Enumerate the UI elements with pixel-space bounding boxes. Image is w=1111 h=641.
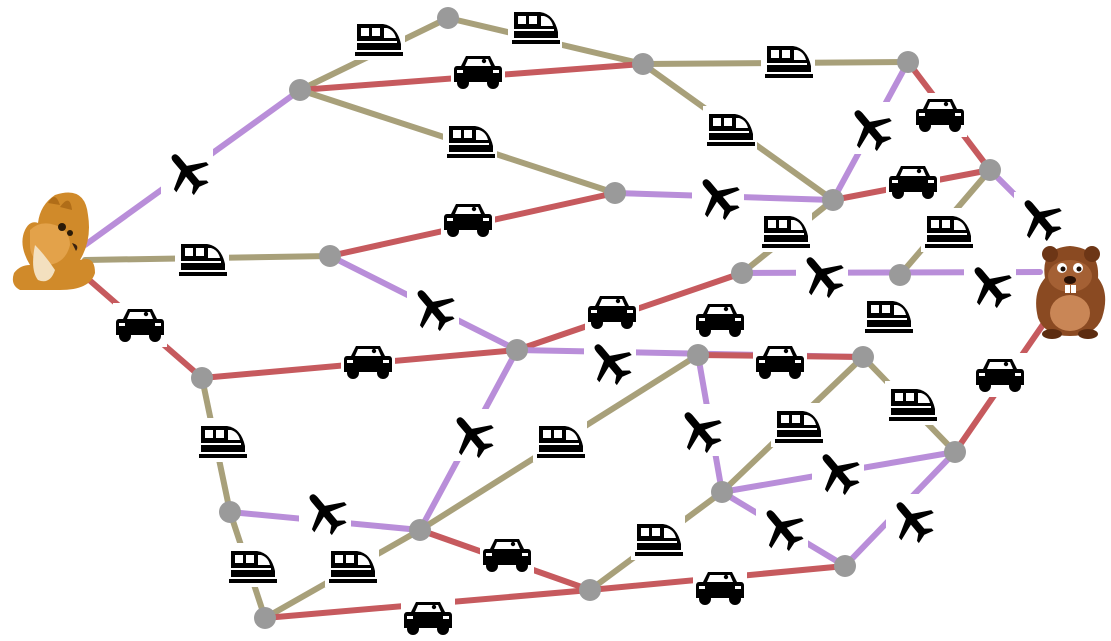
car-icon	[401, 596, 455, 640]
plane-icon	[299, 486, 351, 538]
junction-node	[632, 53, 654, 75]
junction-node	[289, 79, 311, 101]
car-icon	[451, 50, 505, 94]
car-icon	[973, 353, 1027, 397]
train-icon	[351, 16, 405, 60]
junction-node	[687, 344, 709, 366]
car-icon	[441, 198, 495, 242]
junction-node	[979, 159, 1001, 181]
car-icon	[585, 290, 639, 334]
train-icon	[771, 403, 825, 447]
train-icon	[533, 418, 587, 462]
car-icon	[693, 566, 747, 610]
car-icon	[480, 533, 534, 577]
car-icon	[913, 93, 967, 137]
junction-node	[897, 51, 919, 73]
plane-icon	[161, 146, 213, 198]
plane-icon	[674, 404, 726, 456]
plane-icon	[796, 249, 848, 301]
train-icon	[225, 543, 279, 587]
junction-node	[731, 262, 753, 284]
train-icon	[758, 208, 812, 252]
train-icon	[861, 293, 915, 337]
junction-node	[852, 346, 874, 368]
junction-node	[506, 339, 528, 361]
junction-node	[254, 607, 276, 629]
junction-node	[319, 245, 341, 267]
junction-node	[437, 7, 459, 29]
plane-icon	[1014, 192, 1066, 244]
junction-nodes	[191, 7, 1001, 629]
plane-icon	[964, 259, 1016, 311]
train-icon	[631, 516, 685, 560]
plane-icon	[756, 502, 808, 554]
beaver-end-icon	[1036, 246, 1106, 339]
train-icon	[885, 381, 939, 425]
train-icon	[921, 208, 975, 252]
junction-node	[191, 367, 213, 389]
junction-node	[889, 264, 911, 286]
plane-icon	[407, 282, 459, 334]
car-icon	[693, 298, 747, 342]
train-icon	[443, 118, 497, 162]
junction-node	[579, 579, 601, 601]
junction-node	[711, 481, 733, 503]
plane-icon	[886, 494, 938, 546]
plane-icon	[584, 336, 636, 388]
train-icon	[195, 418, 249, 462]
endpoints	[12, 192, 1106, 339]
transport-icons	[113, 4, 1066, 640]
train-icon	[703, 106, 757, 150]
plane-icon	[812, 446, 864, 498]
car-icon	[341, 340, 395, 384]
plane-icon	[446, 409, 498, 461]
squirrel-start-icon	[12, 192, 96, 290]
junction-node	[834, 555, 856, 577]
junction-node	[409, 519, 431, 541]
junction-node	[944, 441, 966, 463]
train-icon	[175, 236, 229, 280]
car-icon	[113, 303, 167, 347]
car-icon	[886, 160, 940, 204]
plane-icon	[692, 171, 744, 223]
junction-node	[822, 189, 844, 211]
car-icon	[753, 340, 807, 384]
junction-node	[604, 182, 626, 204]
train-icon	[325, 543, 379, 587]
train-icon	[761, 38, 815, 82]
junction-node	[219, 501, 241, 523]
plane-icon	[844, 102, 896, 154]
train-icon	[508, 4, 562, 48]
